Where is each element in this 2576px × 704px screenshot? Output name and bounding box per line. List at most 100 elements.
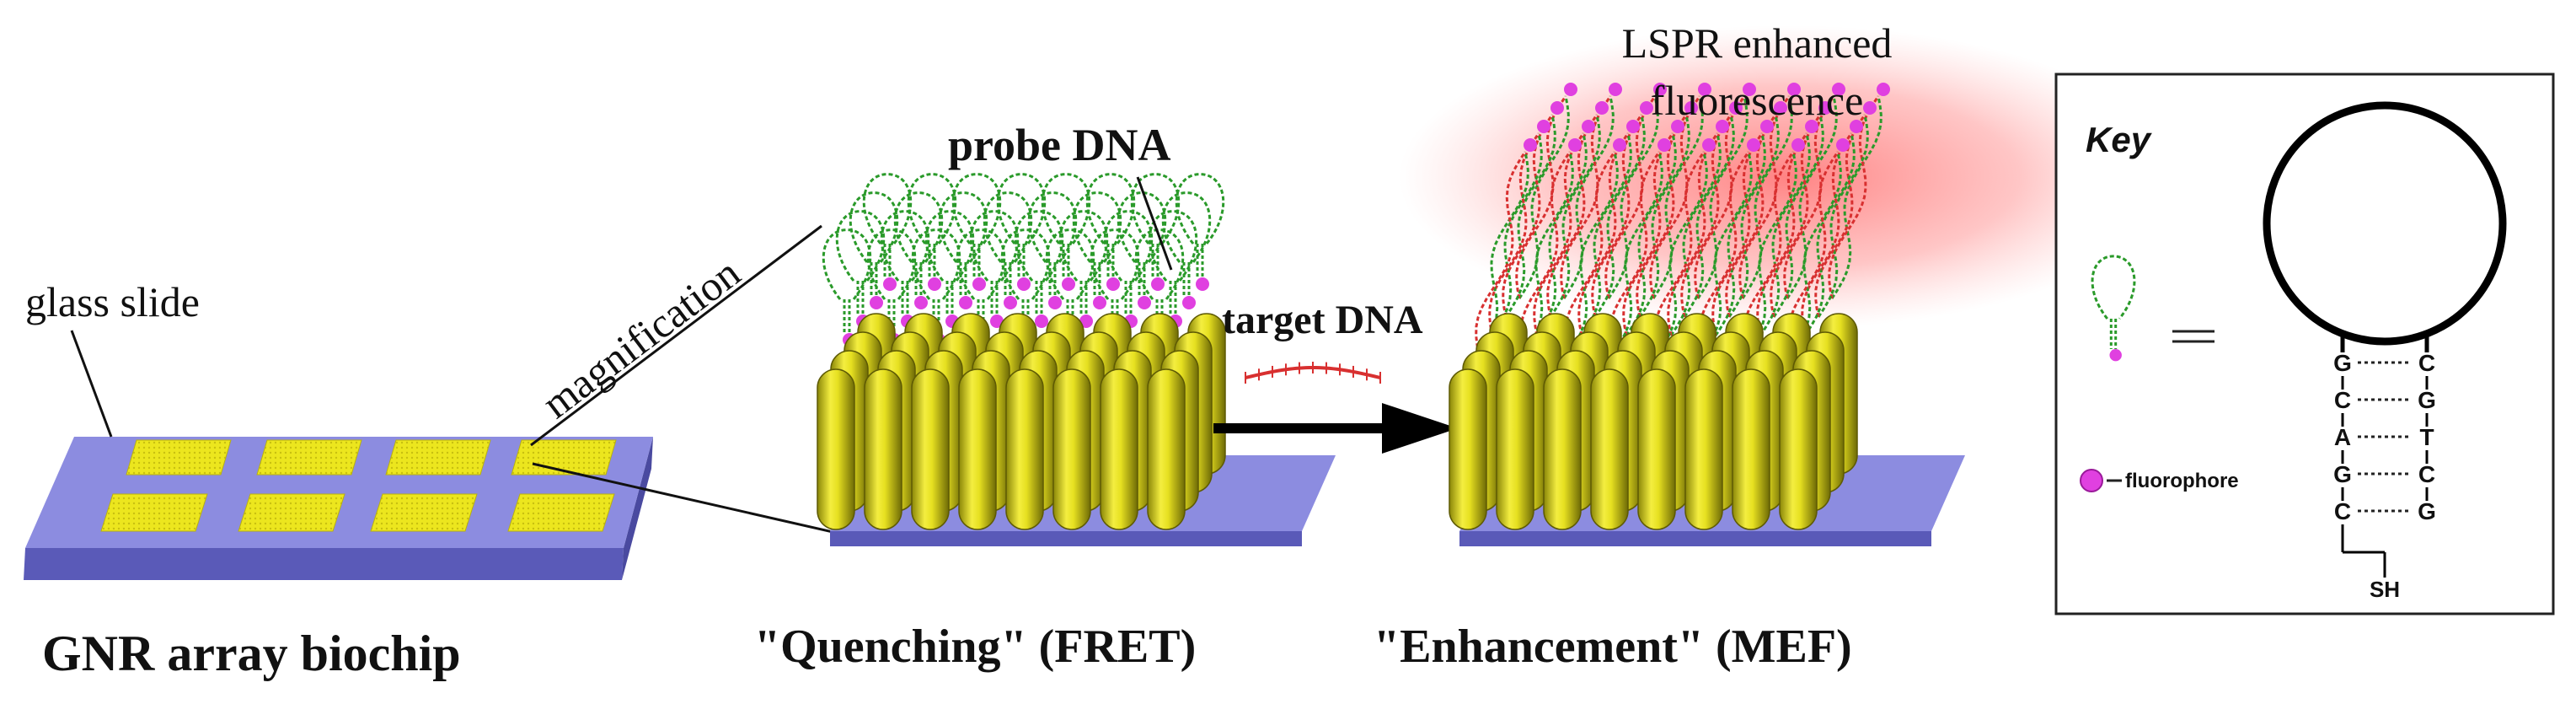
stem-base-left: C bbox=[2334, 387, 2351, 413]
duplex-probe-strand bbox=[1566, 151, 1619, 355]
key-title: Key bbox=[2086, 120, 2153, 159]
duplex-target-strand bbox=[1577, 132, 1630, 336]
gold-nanorod bbox=[1496, 368, 1534, 530]
substrate-front-edge bbox=[1459, 531, 1931, 546]
gold-nanorod bbox=[1052, 368, 1091, 530]
hairpin-loop bbox=[2263, 101, 2507, 346]
enhancement-panel: LSPR enhanced fluorescence "Enhancement"… bbox=[1374, 19, 2174, 673]
fluorophore-dot bbox=[928, 277, 941, 291]
fluorophore-dot bbox=[1564, 83, 1577, 96]
fluorophore-dot bbox=[1863, 101, 1877, 115]
gold-nanorod bbox=[1684, 368, 1723, 530]
duplex-probe-strand bbox=[1830, 95, 1882, 299]
hairpin-loop-strand bbox=[1161, 191, 1212, 263]
magnification-label: magnification bbox=[533, 249, 748, 427]
fluorophore-dot bbox=[1760, 120, 1774, 133]
duplex-probe-strand bbox=[1656, 151, 1708, 355]
fluorophore-dot bbox=[959, 296, 972, 309]
substrate-front-edge bbox=[830, 531, 1302, 546]
gold-nanorod bbox=[911, 368, 950, 530]
gold-pad bbox=[507, 493, 615, 532]
lspr-glow bbox=[1399, 25, 2174, 329]
fluorophore-dot bbox=[1609, 83, 1622, 96]
fluorophore-dot bbox=[1568, 138, 1582, 152]
fluorophore-dot bbox=[1048, 296, 1062, 309]
glass-slide-right-side bbox=[622, 437, 653, 580]
fluorophore-dot bbox=[1537, 120, 1550, 133]
fluorophore-dot bbox=[1062, 277, 1075, 291]
fluorophore-dot bbox=[1613, 138, 1626, 152]
duplex-target-strand bbox=[1711, 132, 1764, 336]
duplex-probe-strand bbox=[1786, 95, 1838, 299]
fluorophore-dot bbox=[914, 296, 928, 309]
gold-nanorod bbox=[864, 368, 902, 530]
stem-base-right: G bbox=[2418, 387, 2436, 413]
probe-dna-label: probe DNA bbox=[948, 120, 1171, 170]
fluorophore-dot bbox=[1524, 138, 1537, 152]
stem-base-right: T bbox=[2419, 424, 2434, 450]
fluorophore-dot bbox=[1017, 277, 1031, 291]
stem-base-left: G bbox=[2333, 350, 2352, 376]
gold-nanorod bbox=[1732, 368, 1770, 530]
fluorophore-dot bbox=[1774, 101, 1787, 115]
gold-nanorod-array bbox=[817, 313, 1226, 530]
fluorophore-dot bbox=[1791, 138, 1805, 152]
fluorophore-dot bbox=[1716, 120, 1729, 133]
fluorophore-dot bbox=[883, 277, 897, 291]
duplex-probe-strand bbox=[1611, 151, 1663, 355]
glass-slide-leader bbox=[70, 330, 113, 438]
fluorophore-dot bbox=[1106, 277, 1120, 291]
fluorophore-dot bbox=[1832, 83, 1845, 96]
fluorophore-dot bbox=[1196, 277, 1209, 291]
duplex-probe-strand bbox=[1696, 95, 1749, 299]
gold-nanorod bbox=[1005, 368, 1044, 530]
duplex-probe-strand bbox=[1580, 132, 1632, 336]
gold-nanorod bbox=[1779, 368, 1818, 530]
glass-slide-group: glass slide GNR array biochip bbox=[24, 278, 653, 681]
duplex-probe-strand bbox=[1741, 95, 1793, 299]
fluorophore-dot bbox=[2109, 349, 2122, 362]
duplex-probe-strand bbox=[1759, 132, 1811, 336]
fluorophore-dot bbox=[1653, 83, 1667, 96]
fluorophore-dot bbox=[1004, 296, 1017, 309]
hairpin-loop-strand bbox=[1085, 173, 1136, 245]
duplex-target-strand bbox=[1801, 132, 1853, 336]
target-dna-label: target DNA bbox=[1222, 298, 1423, 342]
duplex-probe-strand bbox=[1562, 95, 1615, 299]
gold-nanorod-array-enhanced bbox=[1449, 313, 1858, 530]
duplex-probe-strand bbox=[1817, 114, 1869, 318]
gold-nanorod bbox=[958, 368, 997, 530]
fluorophore-dot bbox=[1671, 120, 1684, 133]
duplex-probe-strand bbox=[1593, 114, 1646, 318]
fluorophore-dot bbox=[1702, 138, 1716, 152]
duplex-probe-strand bbox=[1638, 114, 1690, 318]
gold-pad bbox=[256, 439, 362, 476]
stem-base-left: C bbox=[2334, 498, 2351, 524]
duplex-probe-strand bbox=[1683, 114, 1735, 318]
lspr-label-line1: LSPR enhanced bbox=[1622, 19, 1893, 67]
duplex-probe-strand bbox=[1504, 114, 1556, 318]
fluorophore-dot bbox=[1877, 83, 1890, 96]
enhancement-caption: "Enhancement" (MEF) bbox=[1374, 621, 1852, 673]
hairpin-loop-strand bbox=[1041, 173, 1091, 245]
hairpin-icon bbox=[2091, 255, 2136, 362]
gold-nanorod bbox=[1590, 368, 1629, 530]
fluorophore-dot bbox=[1787, 83, 1801, 96]
biochip-caption: GNR array biochip bbox=[42, 626, 461, 681]
fluorophore-dot bbox=[1626, 120, 1640, 133]
glass-slide-side bbox=[24, 548, 624, 580]
fluorophore-dot bbox=[1836, 138, 1850, 152]
fluorophore-dot bbox=[1850, 120, 1863, 133]
gold-nanorod bbox=[1637, 368, 1676, 530]
fluorophore-label: fluorophore bbox=[2125, 470, 2239, 492]
magnification-line-top bbox=[530, 224, 822, 447]
fluorophore-dot bbox=[1151, 277, 1165, 291]
probe-dna-leader bbox=[1136, 176, 1173, 271]
fluorophore-dot bbox=[990, 314, 1004, 328]
gold-nanorod bbox=[1449, 368, 1487, 530]
duplex-probe-strand bbox=[1549, 114, 1601, 318]
hairpin-loop-strand bbox=[862, 173, 913, 245]
